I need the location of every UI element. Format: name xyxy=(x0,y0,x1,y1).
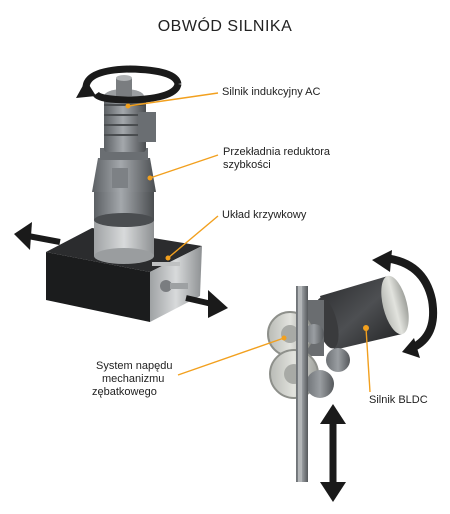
bldc-motor xyxy=(315,275,409,350)
label-gearbox-line1: Przekładnia reduktora xyxy=(223,146,331,158)
gearbox xyxy=(92,148,156,227)
gear-rack xyxy=(296,286,308,482)
label-gearbox-line2: szybkości xyxy=(223,159,271,171)
label-ac-induction-motor: Silnik indukcyjny AC xyxy=(222,86,321,98)
label-crank-system: Układ krzywkowy xyxy=(222,209,307,221)
label-bldc-motor: Silnik BLDC xyxy=(369,394,428,406)
rotation-arrow-ac xyxy=(76,65,182,104)
linear-arrow-left xyxy=(14,222,61,250)
linear-arrow-right xyxy=(185,290,228,318)
rotation-arrow-bldc xyxy=(372,250,437,358)
label-rack-drive-line3: zębatkowego xyxy=(92,386,157,398)
label-rack-drive-line1: System napędu xyxy=(96,360,173,372)
label-rack-drive-line2: mechanizmu xyxy=(102,373,165,385)
linear-arrow-vertical xyxy=(320,404,346,502)
diagram-title: OBWÓD SILNIKA xyxy=(157,18,293,35)
ac-motor xyxy=(104,75,156,152)
leader-lines xyxy=(125,92,371,393)
